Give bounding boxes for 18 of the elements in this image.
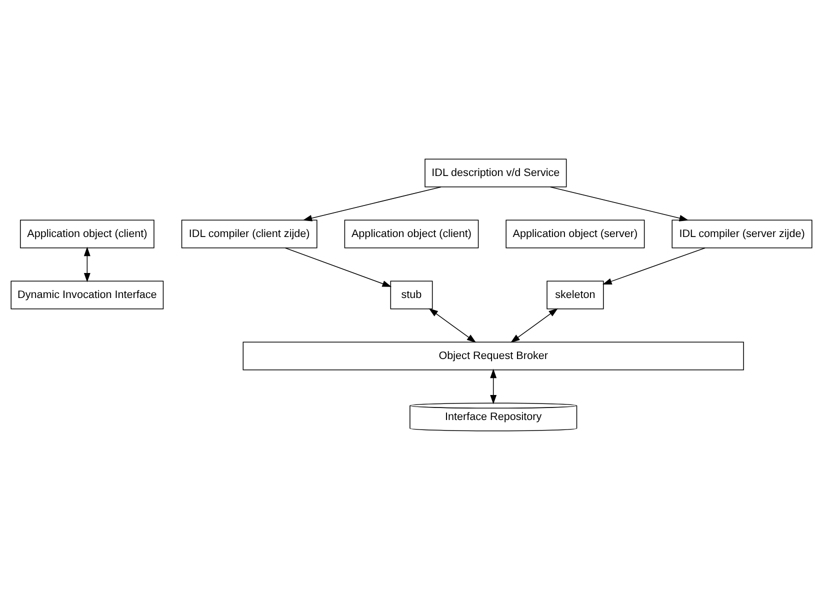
node-box: stub [390, 280, 433, 309]
arrow [428, 308, 476, 342]
arrow [490, 368, 497, 404]
node-box: IDL description v/d Service [424, 158, 567, 187]
arrow [602, 247, 706, 284]
node-box: skeleton [546, 280, 604, 309]
arrow [510, 308, 558, 342]
arrow [284, 247, 392, 286]
node-box: IDL compiler (client zijde) [181, 219, 318, 248]
node-box: Object Request Broker [242, 341, 744, 370]
node-box: Application object (client) [344, 219, 479, 248]
arrow [84, 246, 90, 282]
node-box: IDL compiler (server zijde) [672, 219, 812, 248]
node-box: Application object (server) [506, 219, 645, 248]
arrow [302, 186, 442, 221]
arrow [550, 186, 689, 221]
node-box: Application object (client) [20, 219, 154, 248]
node-box: Dynamic Invocation Interface [10, 280, 164, 309]
